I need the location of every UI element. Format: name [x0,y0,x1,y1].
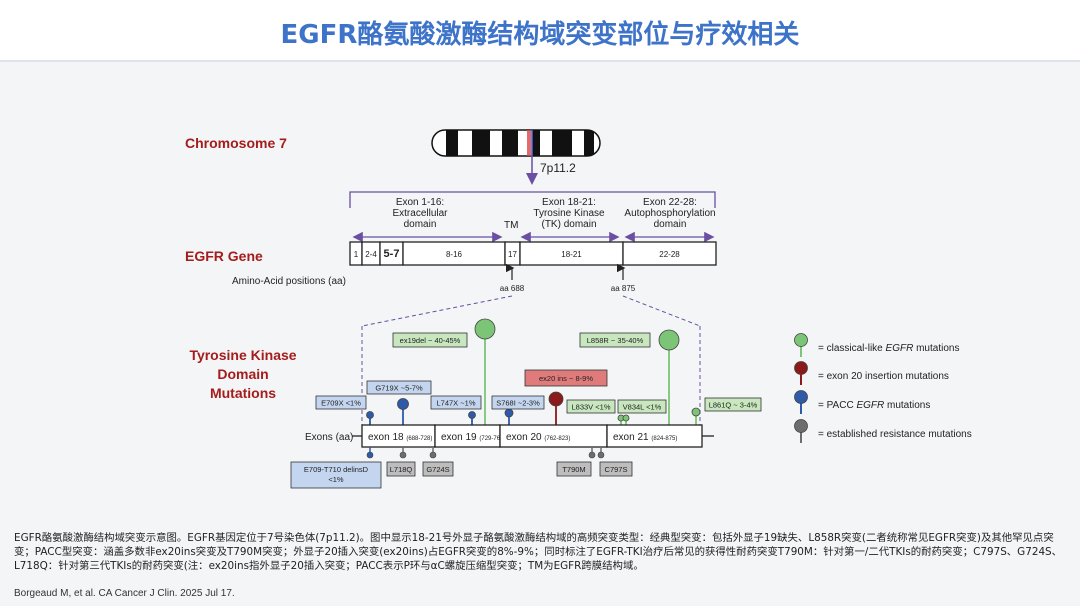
aa-positions-label: Amino-Acid positions (aa) [232,276,346,287]
page-title: EGFR酪氨酸激酶结构域突变部位与疗效相关 [280,20,800,50]
mutation-g719x: G719X ~5-7% [366,380,432,425]
svg-text:exon 21 (824-875): exon 21 (824-875) [613,432,677,443]
svg-text:exon 19 (729-761): exon 19 (729-761) [441,432,505,443]
expansion-line-right [622,295,701,327]
gene-box-2-4: 2-4 [361,241,381,266]
svg-text:ex19del ~ 40-45%: ex19del ~ 40-45% [400,336,461,345]
legend-item-ex20: = exon 20 insertion mutations [794,361,949,385]
svg-text:L718Q: L718Q [390,465,413,474]
legend-item-resistance: = established resistance mutations [794,419,972,443]
svg-text:C797S: C797S [605,465,628,474]
legend-item-pacc: = PACC EGFR mutations [794,390,930,414]
exons-aa-label: Exons (aa) [305,432,353,443]
svg-text:5-7: 5-7 [384,248,400,260]
svg-text:= classical-like EGFR mutation: = classical-like EGFR mutations [818,343,959,354]
svg-text:ex20 ins ~ 8-9%: ex20 ins ~ 8-9% [539,374,593,383]
domain-tk-label: Exon 18-21:Tyrosine Kinase(TK) domain [533,197,605,230]
svg-text:= PACC EGFR mutations: = PACC EGFR mutations [818,400,930,411]
mutation-s768i: S768I ~2-3% [491,395,545,425]
gene-box-1: 1 [349,241,363,266]
tk-exon-19: exon 19 (729-761) [434,424,505,448]
svg-text:17: 17 [508,250,517,259]
tm-label: TM [504,220,518,231]
citation: Borgeaud M, et al. CA Cancer J Clin. 202… [14,588,235,599]
svg-text:exon 20 (762-823): exon 20 (762-823) [506,432,570,443]
figure-caption: EGFR酪氨酸激酶结构域突变示意图。EGFR基因定位于7号染色体(7p11.2)… [14,532,1063,572]
tk-exon-18: exon 18 (688-728) [361,424,436,448]
mutation-below-g724s: G724S [422,447,454,477]
svg-text:E709X <1%: E709X <1% [321,399,361,408]
gene-box-22-28: 22-28 [622,241,717,266]
gene-box-17: 17 [504,241,521,266]
svg-text:2-4: 2-4 [365,250,377,259]
mutations-below: E709-T710 delinsD<1% L718Q G724S T790M C797S [290,447,633,489]
legend-item-classical: = classical-like EGFR mutations [794,333,959,357]
svg-text:18-21: 18-21 [561,250,582,259]
mutation-v834l: V834L <1% [617,399,667,425]
mutation-l858r: L858R ~ 35-40% [579,329,680,425]
svg-text:8-16: 8-16 [446,250,463,259]
mutation-below-c797s: C797S [597,447,633,477]
tk-exon-20: exon 20 (762-823) [499,424,608,448]
mutation-l833v: L833V <1% [566,399,625,425]
svg-text:T790M: T790M [562,465,585,474]
chromosome-label: Chromosome 7 [185,135,287,151]
svg-text:1: 1 [354,250,359,259]
mutation-l747x: L747X ~1% [430,395,482,425]
chromosome-ideogram [431,129,601,157]
svg-text:L833V <1%: L833V <1% [572,403,611,412]
svg-text:G719X ~5-7%: G719X ~5-7% [375,384,423,393]
gene-label: EGFR Gene [185,248,263,264]
svg-text:= exon 20 insertion mutations: = exon 20 insertion mutations [818,371,949,382]
aa688-label: aa 688 [500,284,525,293]
svg-text:= established resistance mutat: = established resistance mutations [818,429,972,440]
gene-box-5-7: 5-7 [379,241,404,266]
svg-text:L747X ~1%: L747X ~1% [437,399,476,408]
mutations-above: E709X <1% G719X ~5-7% L747X ~1% ex19del ~ 4… [315,318,762,425]
legend: = classical-like EGFR mutations = exon 20… [794,333,972,443]
svg-text:E709-T710 delinsD<1%: E709-T710 delinsD<1% [304,465,369,484]
tk-exon-21: exon 21 (824-875) [606,424,703,448]
svg-text:L858R ~ 35-40%: L858R ~ 35-40% [587,336,644,345]
mutation-e709x: E709X <1% [315,395,374,425]
gene-bracket [349,191,716,208]
locus-label: 7p11.2 [540,161,576,175]
gene-box-8-16: 8-16 [402,241,506,266]
header-bar [0,0,1080,60]
svg-text:L861Q ~ 3-4%: L861Q ~ 3-4% [709,401,758,410]
svg-text:V834L <1%: V834L <1% [623,403,662,412]
gene-exon-boxes: 1 2-4 5-7 8-16 17 18-21 22-28 [349,241,717,266]
svg-text:exon 18 (688-728): exon 18 (688-728) [368,432,432,443]
svg-text:G724S: G724S [426,465,449,474]
expansion-line-left [361,295,513,327]
svg-text:S768I ~2-3%: S768I ~2-3% [496,399,540,408]
tk-exon-bar: exon 18 (688-728)exon 19 (729-761)exon 2… [352,424,714,448]
gene-box-18-21: 18-21 [519,241,624,266]
mutation-ex19del: ex19del ~ 40-45% [392,318,496,425]
mutation-below-l718q: L718Q [386,447,416,477]
svg-text:22-28: 22-28 [659,250,680,259]
mutation-below-e709-t710: E709-T710 delinsD<1% [290,447,382,489]
mutation-below-t790m: T790M [556,447,596,477]
mutation-ex20: ex20 ins ~ 8-9% [524,369,608,425]
header-divider [0,60,1080,62]
mutation-l861q: L861Q ~ 3-4% [691,397,762,425]
aa875-label: aa 875 [611,284,636,293]
